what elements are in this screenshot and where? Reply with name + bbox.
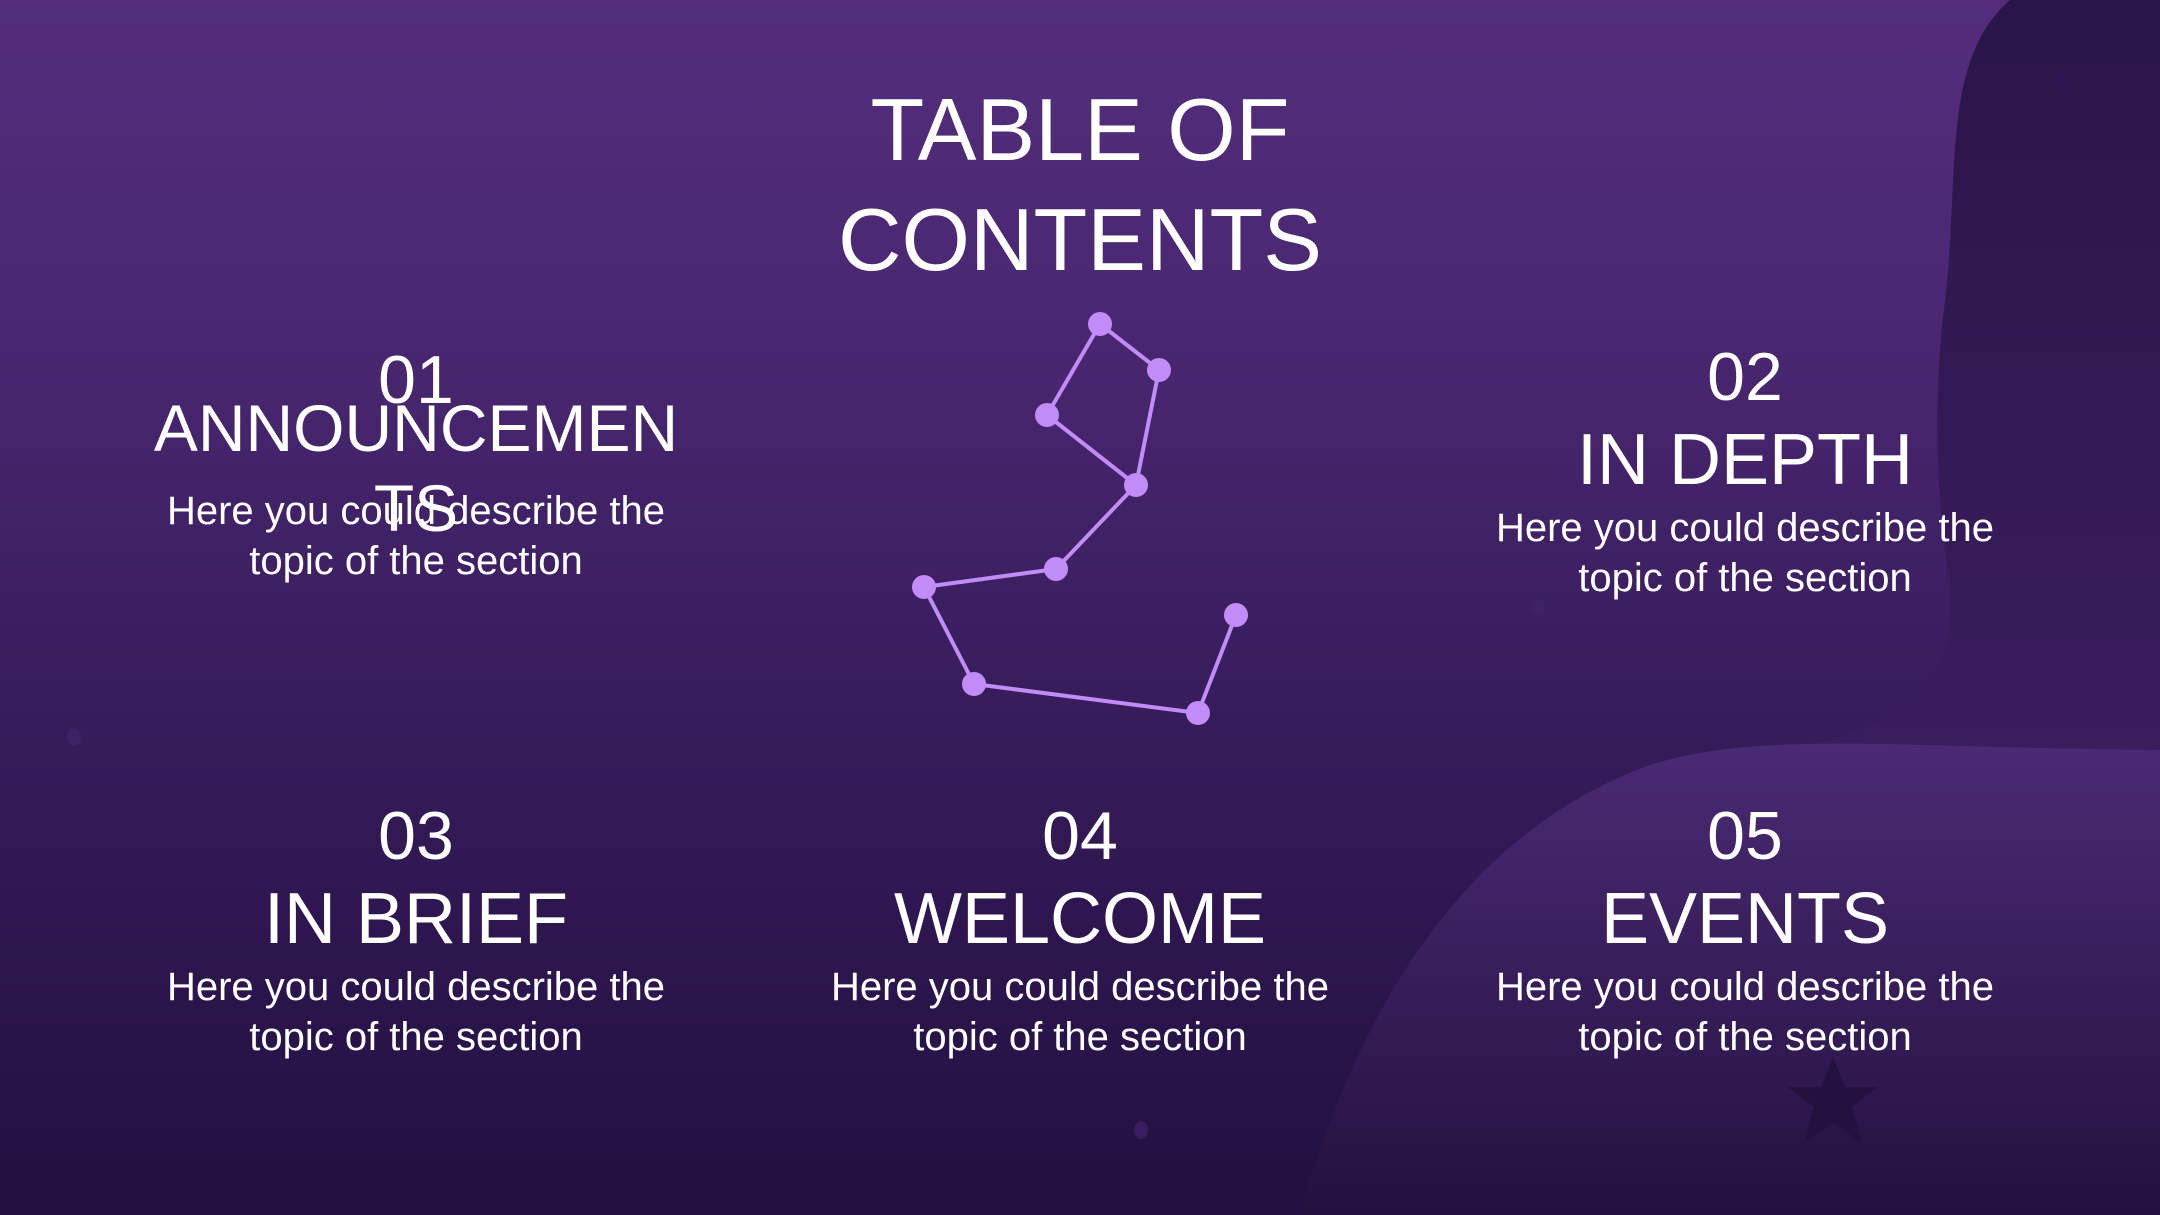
section-description: Here you could describe the topic of the… <box>166 489 666 583</box>
section-number: 02 <box>1707 339 1783 415</box>
section-heading: IN DEPTH <box>1576 420 1914 500</box>
page-title: TABLE OF CONTENTS <box>838 80 1322 289</box>
section-description: Here you could describe the topic of the… <box>830 965 1330 1059</box>
section-05[interactable]: 05 EVENTS Here you could describe the to… <box>1465 796 2025 1062</box>
section-number: 04 <box>1042 798 1118 874</box>
section-description: Here you could describe the topic of the… <box>1495 965 1995 1059</box>
section-03[interactable]: 03 IN BRIEF Here you could describe the … <box>136 796 696 1062</box>
constellation-icon <box>912 312 1248 725</box>
section-description: Here you could describe the topic of the… <box>166 965 666 1059</box>
section-04[interactable]: 04 WELCOME Here you could describe the t… <box>800 796 1360 1062</box>
section-heading: EVENTS <box>1600 879 1890 959</box>
section-heading: WELCOME <box>893 879 1267 959</box>
section-description: Here you could describe the topic of the… <box>1495 506 1995 600</box>
section-number: 03 <box>378 798 454 874</box>
section-number: 05 <box>1707 798 1783 874</box>
section-02[interactable]: 02 IN DEPTH Here you could describe the … <box>1465 337 2025 603</box>
section-01[interactable]: 01 ANNOUNCEMENTS Here you could describe… <box>136 340 696 586</box>
section-heading: ANNOUNCEMENTS <box>153 391 679 545</box>
section-number: 01 <box>378 342 454 418</box>
star-icon <box>1788 1057 1878 1143</box>
section-heading: IN BRIEF <box>263 879 569 959</box>
